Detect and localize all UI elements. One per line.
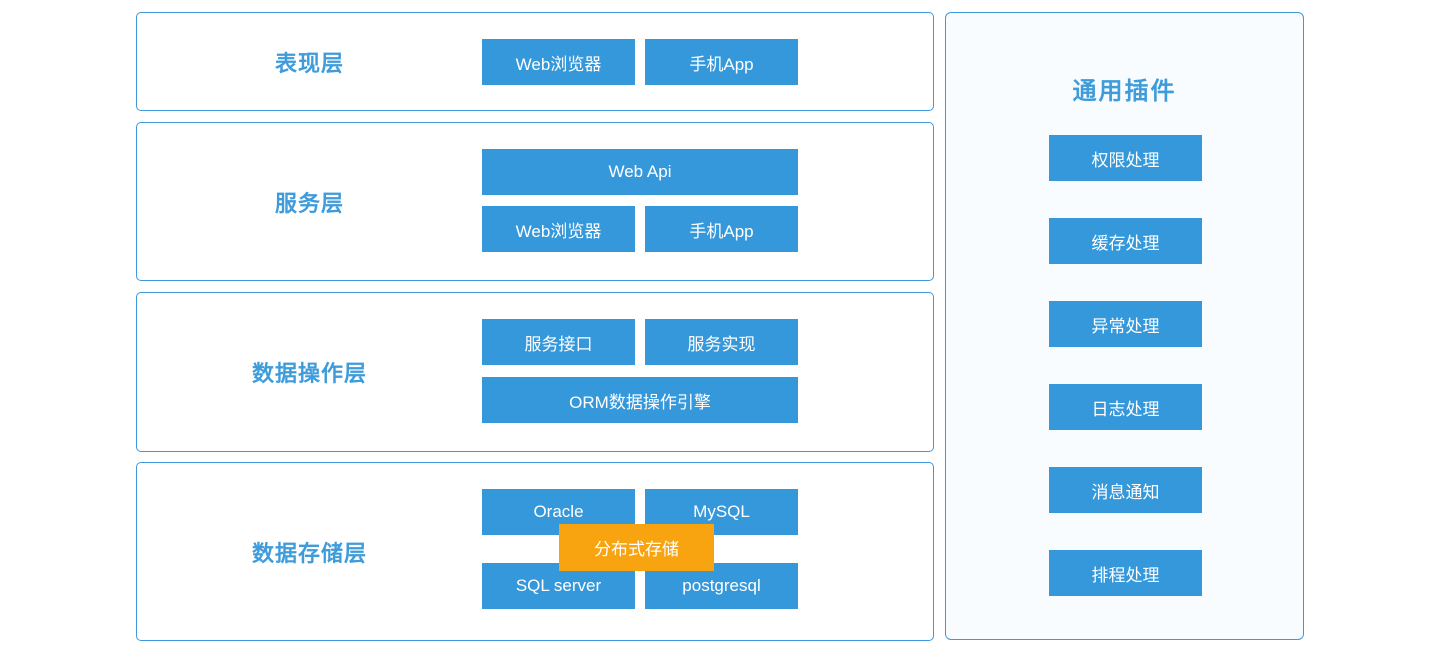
- plugin-cache-handling: 缓存处理: [1049, 218, 1202, 264]
- plugin-permission-handling: 权限处理: [1049, 135, 1202, 181]
- block-sql-server: SQL server: [482, 563, 635, 609]
- layer-presentation: 表现层 Web浏览器 手机App: [136, 12, 934, 111]
- block-web-browser: Web浏览器: [482, 206, 635, 252]
- layer-service-label: 服务层: [274, 190, 344, 216]
- layer-data-operation: 数据操作层 服务接口 服务实现 ORM数据操作引擎: [136, 292, 934, 452]
- block-web-browser: Web浏览器: [482, 39, 635, 85]
- plugin-exception-handling: 异常处理: [1049, 301, 1202, 347]
- plugins-panel-title: 通用插件: [1072, 78, 1177, 105]
- block-postgresql: postgresql: [645, 563, 798, 609]
- plugin-schedule-handling: 排程处理: [1049, 550, 1202, 596]
- layer-service: 服务层 Web Api Web浏览器 手机App: [136, 122, 934, 281]
- plugin-log-handling: 日志处理: [1049, 384, 1202, 430]
- plugin-message-notification: 消息通知: [1049, 467, 1202, 513]
- block-mobile-app: 手机App: [645, 206, 798, 252]
- block-service-interface: 服务接口: [482, 319, 635, 365]
- block-service-implementation: 服务实现: [645, 319, 798, 365]
- block-mobile-app: 手机App: [645, 39, 798, 85]
- block-oracle: Oracle: [482, 489, 635, 535]
- block-orm-engine: ORM数据操作引擎: [482, 377, 798, 423]
- layer-data-storage-label: 数据存储层: [251, 540, 367, 566]
- layer-data-storage: 数据存储层 Oracle MySQL SQL server postgresql…: [136, 462, 934, 641]
- plugins-panel: 通用插件 权限处理 缓存处理 异常处理 日志处理 消息通知 排程处理: [945, 12, 1304, 640]
- block-web-api: Web Api: [482, 149, 798, 195]
- layer-presentation-label: 表现层: [274, 50, 344, 76]
- block-distributed-storage: 分布式存储: [559, 524, 714, 571]
- layer-data-operation-label: 数据操作层: [251, 361, 367, 386]
